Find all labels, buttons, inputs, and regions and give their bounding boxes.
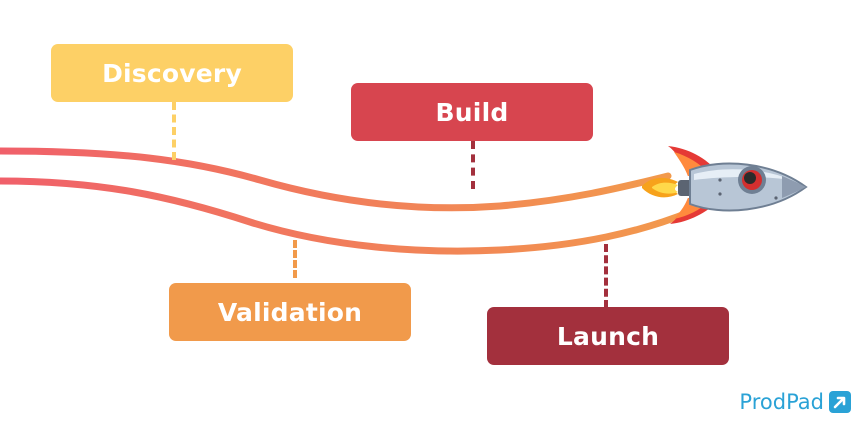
discovery-label: Discovery xyxy=(102,58,242,88)
prodpad-logo-icon xyxy=(829,391,851,413)
build-connector xyxy=(471,141,475,189)
launch-label: Launch xyxy=(556,321,660,351)
launch-box: Launch xyxy=(487,307,729,365)
validation-label: Validation xyxy=(217,297,363,327)
launch-connector xyxy=(604,244,608,308)
validation-connector xyxy=(293,240,297,278)
discovery-connector xyxy=(172,102,176,160)
validation-box: Validation xyxy=(169,283,411,341)
lower-trail xyxy=(0,177,694,255)
prodpad-brand: ProdPad xyxy=(739,390,852,414)
upper-trail xyxy=(0,147,672,212)
build-label: Build xyxy=(435,97,509,127)
brand-name: ProdPad xyxy=(739,390,824,414)
discovery-box: Discovery xyxy=(51,44,293,102)
rocket-icon xyxy=(642,146,808,224)
build-box: Build xyxy=(351,83,593,141)
